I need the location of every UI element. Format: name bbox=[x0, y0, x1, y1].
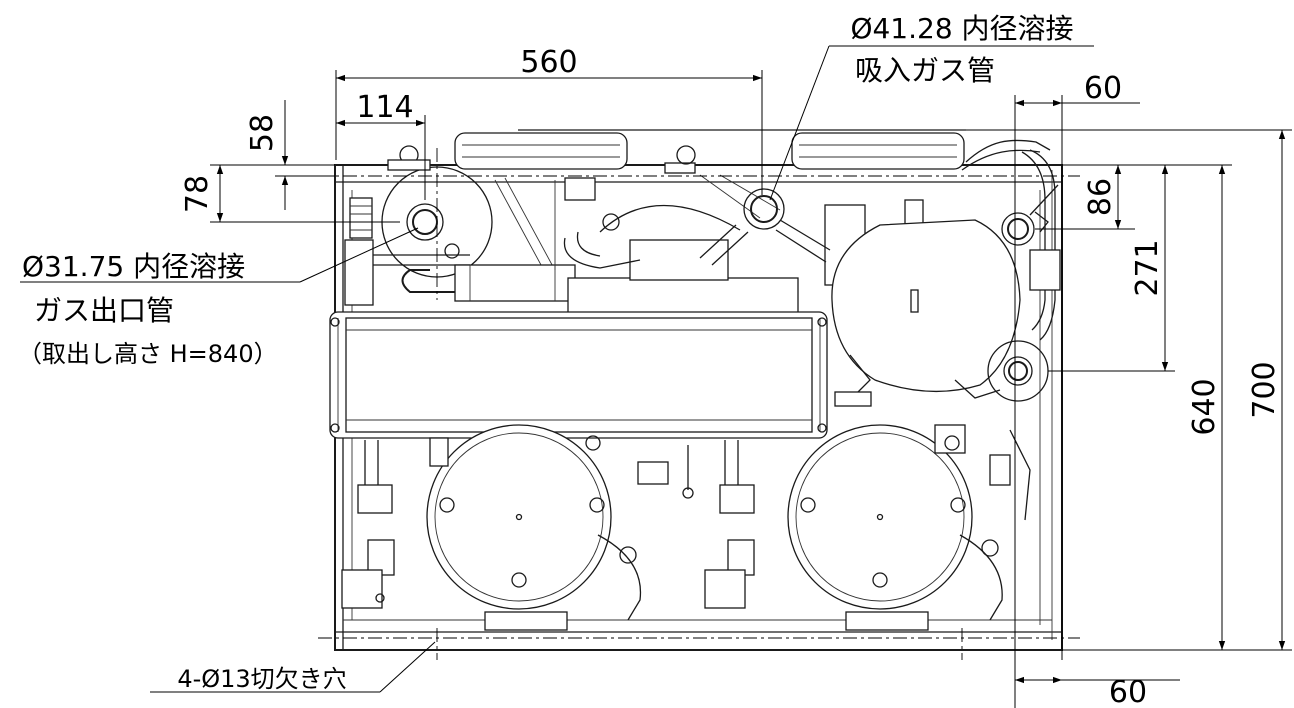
dimension-700: 700 bbox=[1247, 361, 1282, 418]
dimension-60-bottom: 60 bbox=[1109, 675, 1147, 708]
gas-outlet-height-label: （取出し高さ H=840） bbox=[18, 340, 278, 368]
dimension-640: 640 bbox=[1187, 378, 1222, 435]
suction-pipe-connection bbox=[699, 188, 831, 266]
dimension-58: 58 bbox=[245, 114, 280, 152]
unit-frame bbox=[334, 129, 1063, 651]
dimension-78: 78 bbox=[180, 175, 215, 213]
suction-size-label: Ø41.28 内径溶接 bbox=[850, 12, 1073, 45]
dimension-114: 114 bbox=[356, 90, 413, 125]
gas-outlet-name-label: ガス出口管 bbox=[34, 294, 174, 327]
gas-outlet-size-label: Ø31.75 内径溶接 bbox=[22, 250, 245, 283]
condenser-block bbox=[329, 311, 828, 439]
leader-lines bbox=[20, 45, 1094, 693]
upper-right-vessel bbox=[831, 211, 1049, 407]
suction-name-label: 吸入ガス管 bbox=[855, 54, 995, 87]
dimension-60-top: 60 bbox=[1084, 71, 1122, 106]
compressor-left bbox=[341, 424, 669, 631]
dimension-560: 560 bbox=[520, 45, 577, 80]
compressor-right bbox=[682, 424, 1031, 631]
dimension-86: 86 bbox=[1083, 178, 1118, 216]
dimension-lines bbox=[210, 70, 1292, 708]
dimension-271: 271 bbox=[1130, 239, 1165, 296]
center-lines bbox=[318, 148, 1080, 660]
mount-holes-label: 4-Ø13切欠き穴 bbox=[177, 665, 346, 693]
